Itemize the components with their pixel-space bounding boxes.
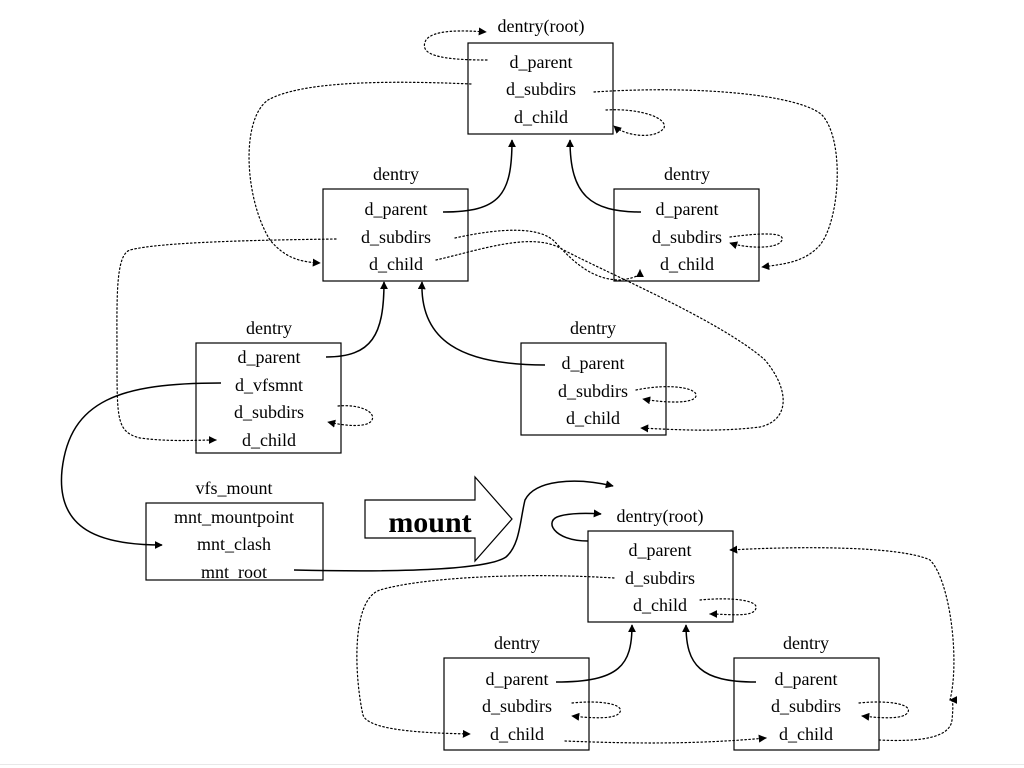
vfsmnt-clash-link xyxy=(60,382,222,549)
mleft-subdirs-self-loop xyxy=(571,701,621,721)
mounted-child-right-d-child: d_child xyxy=(779,724,833,744)
mounted-child-right-dentry: dentry d_parent d_subdirs d_child xyxy=(733,633,880,751)
top-grandchild-left-d-vfsmnt: d_vfsmnt xyxy=(235,375,303,395)
gcleft-subdirs-self-loop xyxy=(327,405,374,428)
top-child-left-d-subdirs: d_subdirs xyxy=(361,227,431,247)
mount-arrow: mount xyxy=(364,475,513,563)
mnt-root-to-mounted-root xyxy=(293,480,614,572)
top-child-right-box xyxy=(613,188,760,282)
top-child-left-dentry: dentry d_parent d_subdirs d_child xyxy=(322,164,469,282)
mright-dchild-loop-return xyxy=(878,696,958,742)
parent-arrow-gcright-to-childleft xyxy=(417,281,546,366)
vfs-mount-struct: vfs_mount mnt_mountpoint mnt_clash mnt_r… xyxy=(145,478,324,582)
mounted-child-right-d-subdirs: d_subdirs xyxy=(771,696,841,716)
childleft-subdirs-to-gcleft-dchild xyxy=(116,238,337,445)
root-subdirs-to-childleft-dchild xyxy=(248,81,472,267)
mounted-child-left-title: dentry xyxy=(494,633,540,653)
mright-subdirs-self-loop xyxy=(858,701,909,721)
mleft-dchild-to-mright-dchild xyxy=(564,734,767,744)
top-child-right-d-child: d_child xyxy=(660,254,714,274)
top-root-d-subdirs: d_subdirs xyxy=(506,79,576,99)
mounted-child-left-d-subdirs: d_subdirs xyxy=(482,696,552,716)
top-root-d-child: d_child xyxy=(514,107,568,127)
parent-arrow-mright-to-mroot xyxy=(682,624,757,683)
mounted-child-left-d-parent: d_parent xyxy=(486,669,549,689)
mright-dchild-to-mroot-dparent xyxy=(729,545,955,701)
top-grandchild-left-box xyxy=(195,342,342,454)
top-root-title: dentry(root) xyxy=(498,16,585,37)
mounted-root-box xyxy=(587,530,734,623)
top-grandchild-right-d-parent: d_parent xyxy=(562,353,625,373)
root-subdirs-to-childright-dchild xyxy=(593,89,838,271)
top-grandchild-left-d-child: d_child xyxy=(242,430,296,450)
mounted-root-title: dentry(root) xyxy=(617,506,704,527)
mounted-root-dentry: dentry(root) d_parent d_subdirs d_child xyxy=(587,506,734,623)
top-child-right-dentry: dentry d_parent d_subdirs d_child xyxy=(613,164,760,282)
parent-arrow-left-to-root xyxy=(442,139,516,213)
childright-subdirs-self-loop xyxy=(729,233,783,250)
top-grandchild-left-title: dentry xyxy=(246,318,292,338)
gcright-subdirs-self-loop xyxy=(635,386,697,405)
top-root-dentry: dentry(root) d_parent d_subdirs d_child xyxy=(467,16,614,135)
vfs-mount-mnt-clash: mnt_clash xyxy=(197,534,271,554)
top-child-right-d-subdirs: d_subdirs xyxy=(652,227,722,247)
mounted-root-d-child: d_child xyxy=(633,595,687,615)
root-self-parent-loop xyxy=(423,27,488,61)
top-grandchild-left-dentry: dentry d_parent d_vfsmnt d_subdirs d_chi… xyxy=(195,318,342,454)
mounted-root-d-subdirs: d_subdirs xyxy=(625,568,695,588)
childleft-dchild-to-gcright-dchild xyxy=(435,241,784,433)
mounted-child-left-d-child: d_child xyxy=(490,724,544,744)
top-child-left-title: dentry xyxy=(373,164,419,184)
mounted-root-self-parent xyxy=(551,509,602,542)
vfs-mount-mnt-mountpoint: mnt_mountpoint xyxy=(174,507,294,527)
list-links xyxy=(116,27,958,744)
top-root-d-parent: d_parent xyxy=(510,52,573,72)
vfs-mount-title: vfs_mount xyxy=(195,478,272,498)
top-grandchild-right-d-subdirs: d_subdirs xyxy=(558,381,628,401)
top-child-right-d-parent: d_parent xyxy=(656,199,719,219)
top-grandchild-right-d-child: d_child xyxy=(566,408,620,428)
parent-pointers xyxy=(60,139,757,683)
childleft-subdirs-to-childright-dchild xyxy=(454,229,644,281)
top-grandchild-right-title: dentry xyxy=(570,318,616,338)
mounted-child-right-title: dentry xyxy=(783,633,829,653)
top-grandchild-right-dentry: dentry d_parent d_subdirs d_child xyxy=(520,318,667,436)
root-dchild-self-loop xyxy=(605,109,665,136)
vfs-mount-mnt-root: mnt_root xyxy=(201,562,267,582)
mounted-child-right-box xyxy=(733,657,880,751)
vfs-mount-box xyxy=(145,502,324,581)
top-child-left-d-child: d_child xyxy=(369,254,423,274)
mounted-root-d-parent: d_parent xyxy=(629,540,692,560)
page-bottom-rule xyxy=(0,764,1024,765)
top-grandchild-left-d-parent: d_parent xyxy=(238,347,301,367)
parent-arrow-right-to-root xyxy=(566,139,642,213)
mroot-subdirs-to-mleft-dchild xyxy=(356,575,615,738)
mroot-dchild-self-loop xyxy=(699,598,757,619)
mount-arrow-label: mount xyxy=(388,506,471,539)
top-child-left-box xyxy=(322,188,469,282)
top-root-box xyxy=(467,42,614,135)
mounted-child-right-d-parent: d_parent xyxy=(775,669,838,689)
top-grandchild-left-d-subdirs: d_subdirs xyxy=(234,402,304,422)
parent-arrow-gcleft-to-childleft xyxy=(325,281,388,358)
top-child-right-title: dentry xyxy=(664,164,710,184)
parent-arrow-mleft-to-mroot xyxy=(555,624,636,683)
top-child-left-d-parent: d_parent xyxy=(365,199,428,219)
mount-arrow-shape xyxy=(364,475,513,563)
mounted-child-left-dentry: dentry d_parent d_subdirs d_child xyxy=(443,633,590,751)
